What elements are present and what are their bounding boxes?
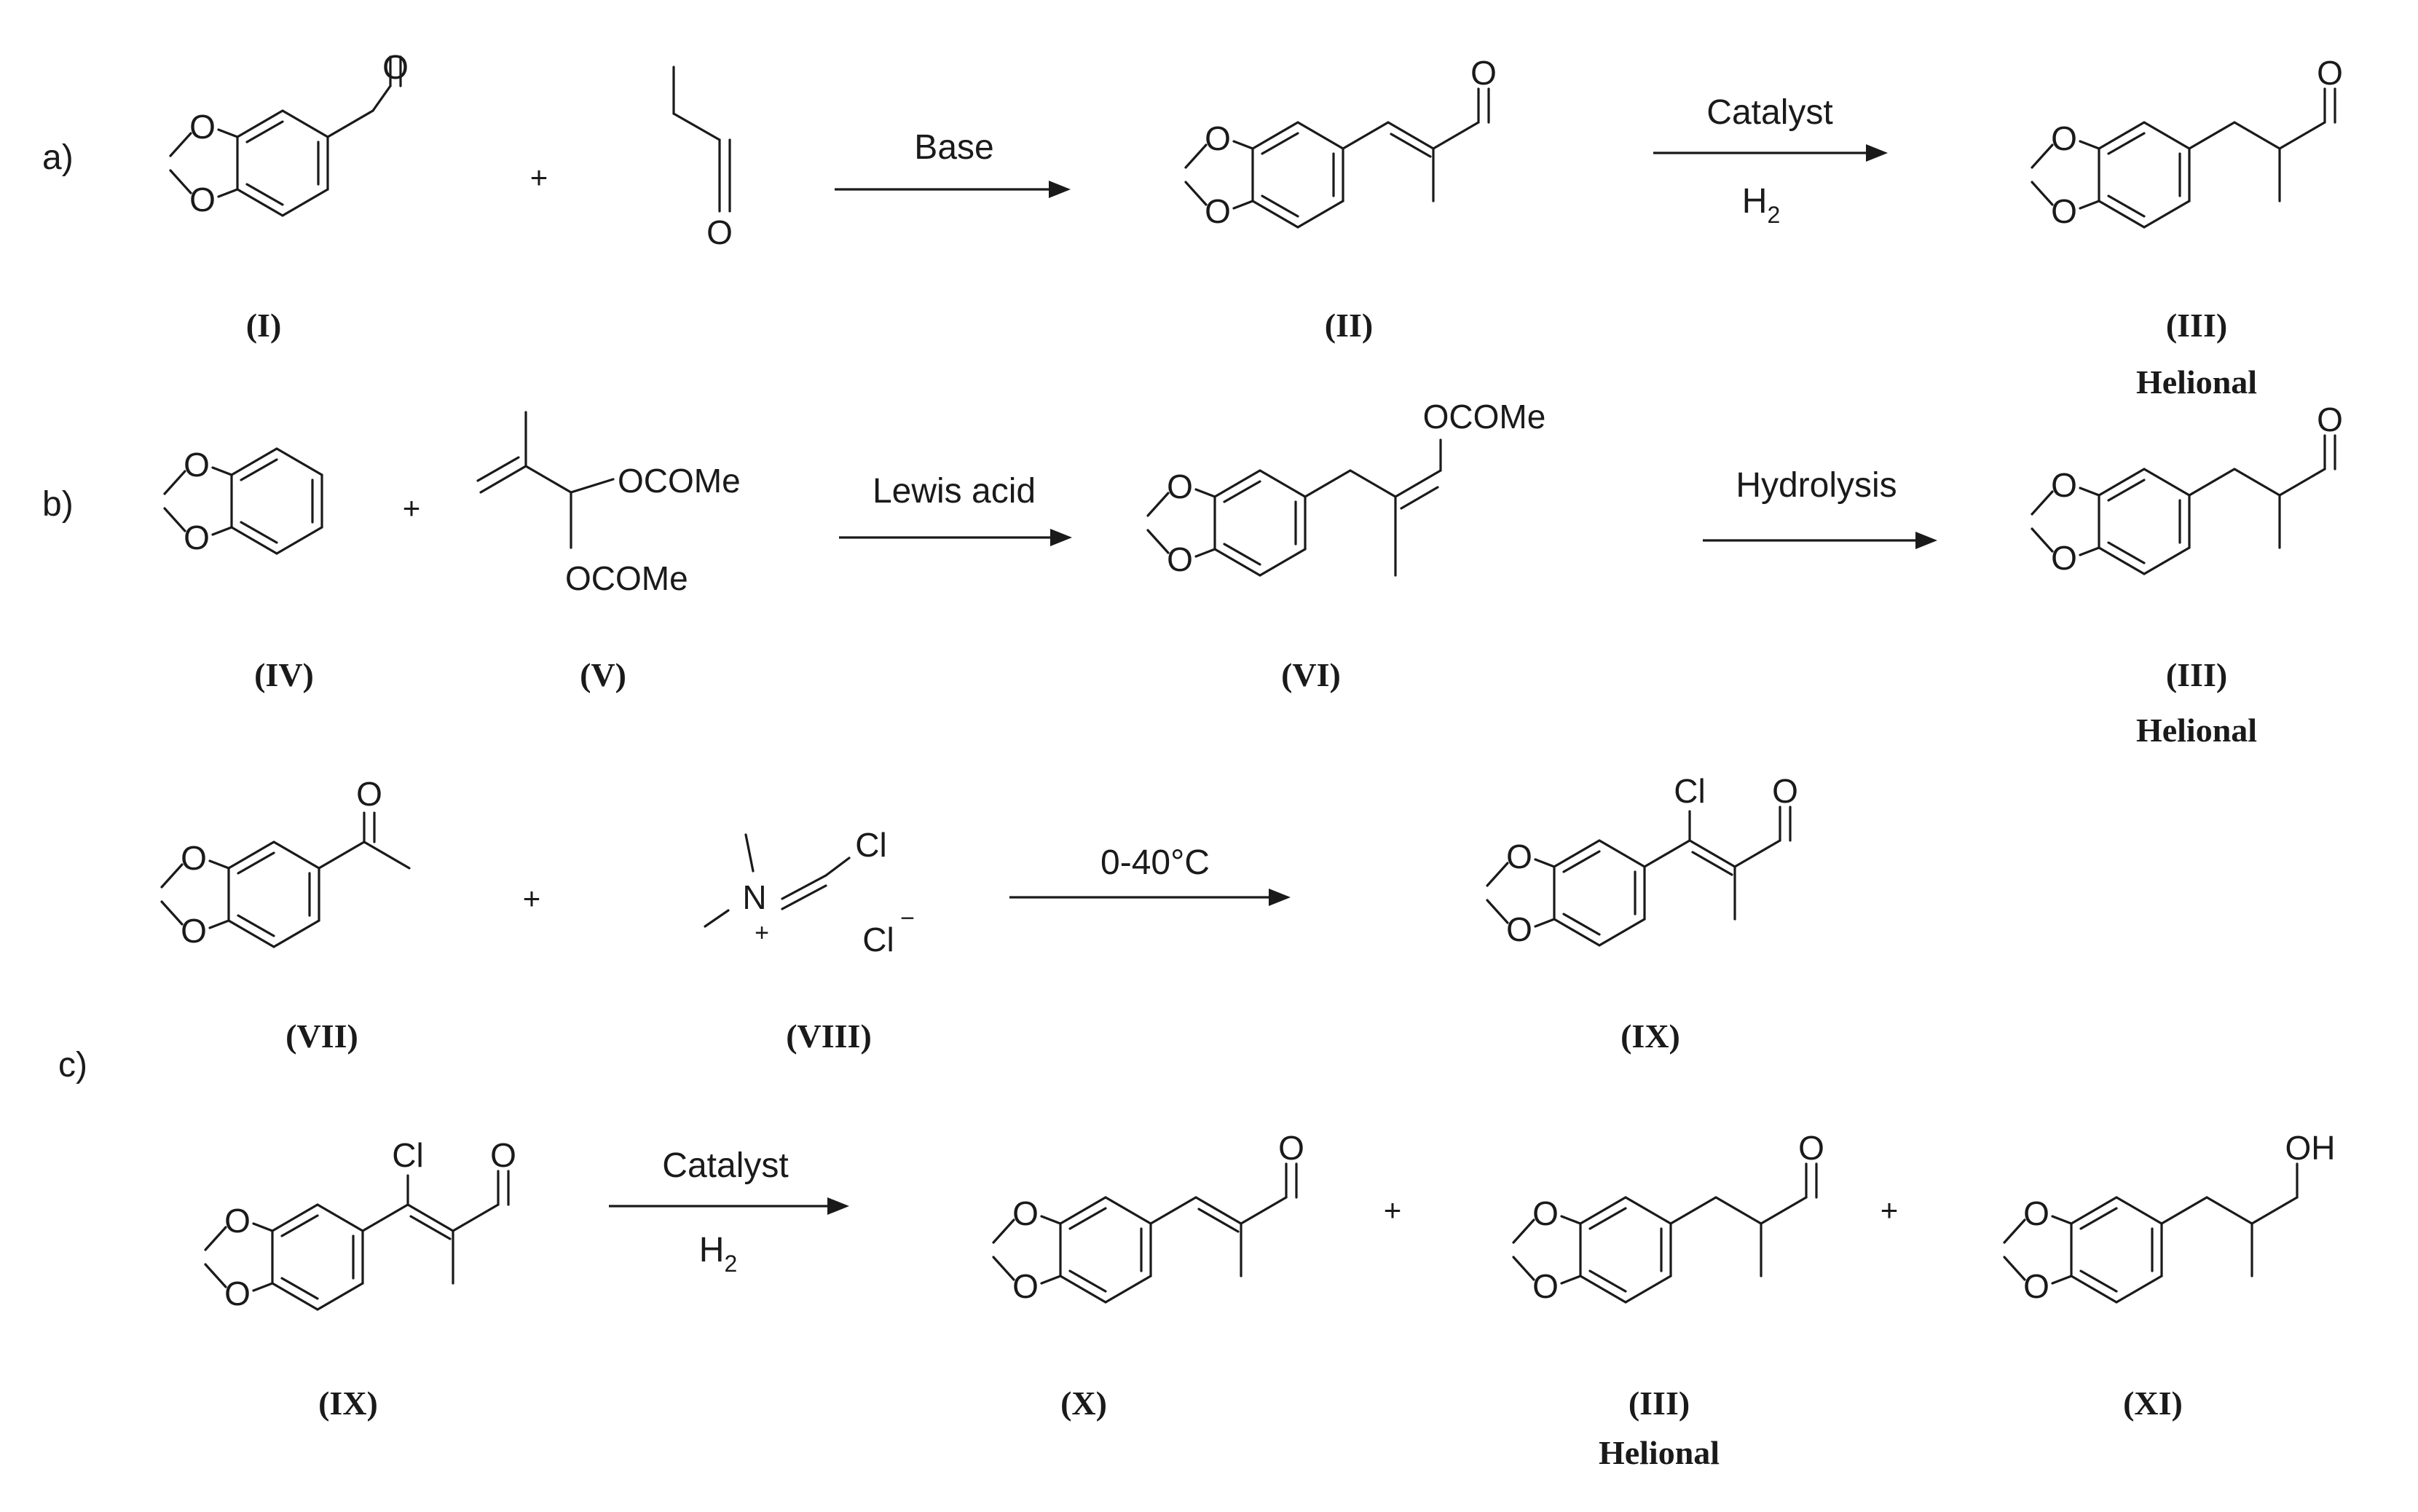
svg-text:+: + [755, 919, 769, 947]
plus-sign: + [1881, 1193, 1899, 1227]
condition-catalyst-c: Catalyst [662, 1146, 788, 1185]
svg-text:O: O [382, 48, 409, 86]
arrow-hydrogenation-a [1653, 144, 1888, 162]
svg-text:Cl: Cl [862, 921, 894, 958]
compound-label-III-a: (III) [2166, 307, 2227, 344]
plus-sign: + [403, 491, 421, 525]
helional-name-a: Helional [2136, 363, 2257, 401]
arrow-lewis-acid [839, 529, 1072, 546]
helional-name-c: Helional [1599, 1434, 1720, 1471]
plus-sign: + [1384, 1193, 1402, 1227]
condition-lewis-acid: Lewis acid [873, 472, 1036, 511]
condition-hydrolysis: Hydrolysis [1736, 466, 1897, 505]
arrow-hydrogenation-c [609, 1197, 849, 1215]
compound-label-VII: (VII) [285, 1017, 358, 1055]
svg-text:OCOMe: OCOMe [1423, 398, 1546, 436]
compound-III-structure-a [2031, 52, 2344, 232]
compound-label-V: (V) [580, 656, 626, 693]
compound-II-structure [1184, 52, 1498, 232]
svg-text:OCOMe: OCOMe [565, 559, 688, 597]
svg-text:OCOMe: OCOMe [618, 462, 741, 500]
arrow-base [835, 181, 1071, 198]
compound-label-IX-top: (IX) [1620, 1017, 1680, 1055]
part-label-a: a) [42, 138, 74, 177]
compound-label-III-c: (III) [1629, 1385, 1690, 1422]
compound-IV-structure [163, 444, 323, 558]
part-label-b: b) [42, 485, 74, 524]
propanal-structure: O [672, 66, 733, 251]
compound-V-structure: OCOMe OCOMe [476, 411, 741, 597]
plus-sign: + [530, 160, 548, 194]
compound-XI-structure [2003, 1127, 2337, 1307]
svg-text:N: N [742, 878, 766, 916]
condition-h2-a: H2 [1742, 182, 1780, 228]
condition-h2-c: H2 [699, 1231, 737, 1277]
compound-label-IV: (IV) [254, 656, 314, 693]
helional-name-b: Helional [2136, 712, 2257, 749]
condition-base: Base [914, 128, 993, 167]
svg-text:Cl: Cl [855, 826, 886, 864]
svg-text:O: O [706, 213, 733, 251]
compound-X-structure [992, 1127, 1306, 1307]
compound-label-III-b: (III) [2166, 656, 2227, 693]
compound-III-structure-b [2031, 399, 2344, 578]
compound-label-VIII: (VIII) [786, 1017, 872, 1055]
condition-temperature: 0-40°C [1100, 843, 1210, 882]
compound-label-VI: (VI) [1281, 656, 1341, 693]
compound-label-IX-bottom: (IX) [318, 1385, 378, 1422]
arrow-hydrolysis [1703, 532, 1937, 549]
svg-text:O: O [356, 775, 382, 813]
part-label-c: c) [58, 1046, 87, 1084]
compound-label-I: (I) [246, 307, 282, 344]
compound-IX-structure-top [1486, 771, 1800, 950]
compound-label-X: (X) [1060, 1385, 1107, 1422]
svg-text:−: − [900, 905, 915, 932]
compound-VII-structure: O [160, 775, 411, 951]
compound-label-II: (II) [1325, 307, 1373, 344]
arrow-temperature [1009, 889, 1291, 906]
plus-sign: + [523, 881, 541, 916]
compound-label-XI: (XI) [2123, 1385, 2183, 1422]
condition-catalyst-a: Catalyst [1706, 93, 1832, 132]
compound-III-structure-c [1512, 1127, 1826, 1307]
compound-VIII-structure: N + Cl Cl − [704, 826, 915, 958]
compound-I-structure: O [169, 48, 409, 220]
compound-IX-structure-bottom [204, 1135, 518, 1314]
compound-VI-structure: OCOMe [1146, 398, 1546, 580]
